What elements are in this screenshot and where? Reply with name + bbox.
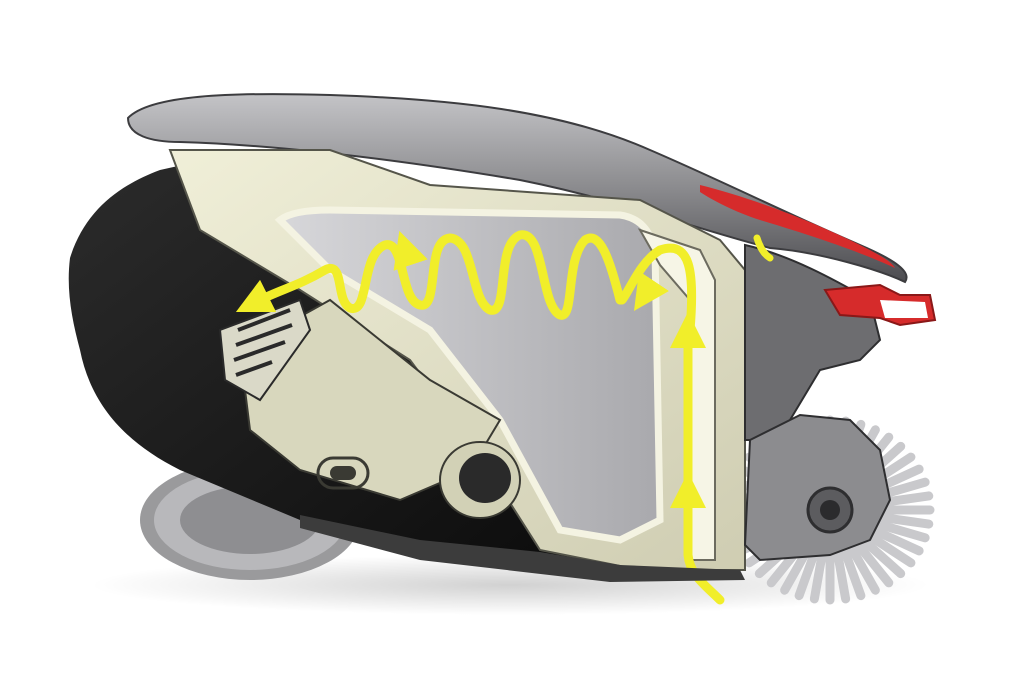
brush-bristle [837,539,866,601]
dust-chamber [274,206,664,544]
airflow-exit-mark [753,234,774,262]
vent-grille [218,298,312,402]
white-clip [880,300,928,318]
bottom-plate [300,515,745,582]
brush-bristle [831,541,851,604]
brush-axle [820,500,840,520]
red-accent-stripe [700,185,895,268]
brush-bristle [849,534,894,588]
motor-port-hole [459,453,511,503]
brush-arm [743,413,892,562]
badge-slot [330,466,356,480]
top-shell [126,93,908,284]
brush-bristle [843,537,880,595]
badge-outline [316,456,370,490]
rear-housing [744,243,882,441]
